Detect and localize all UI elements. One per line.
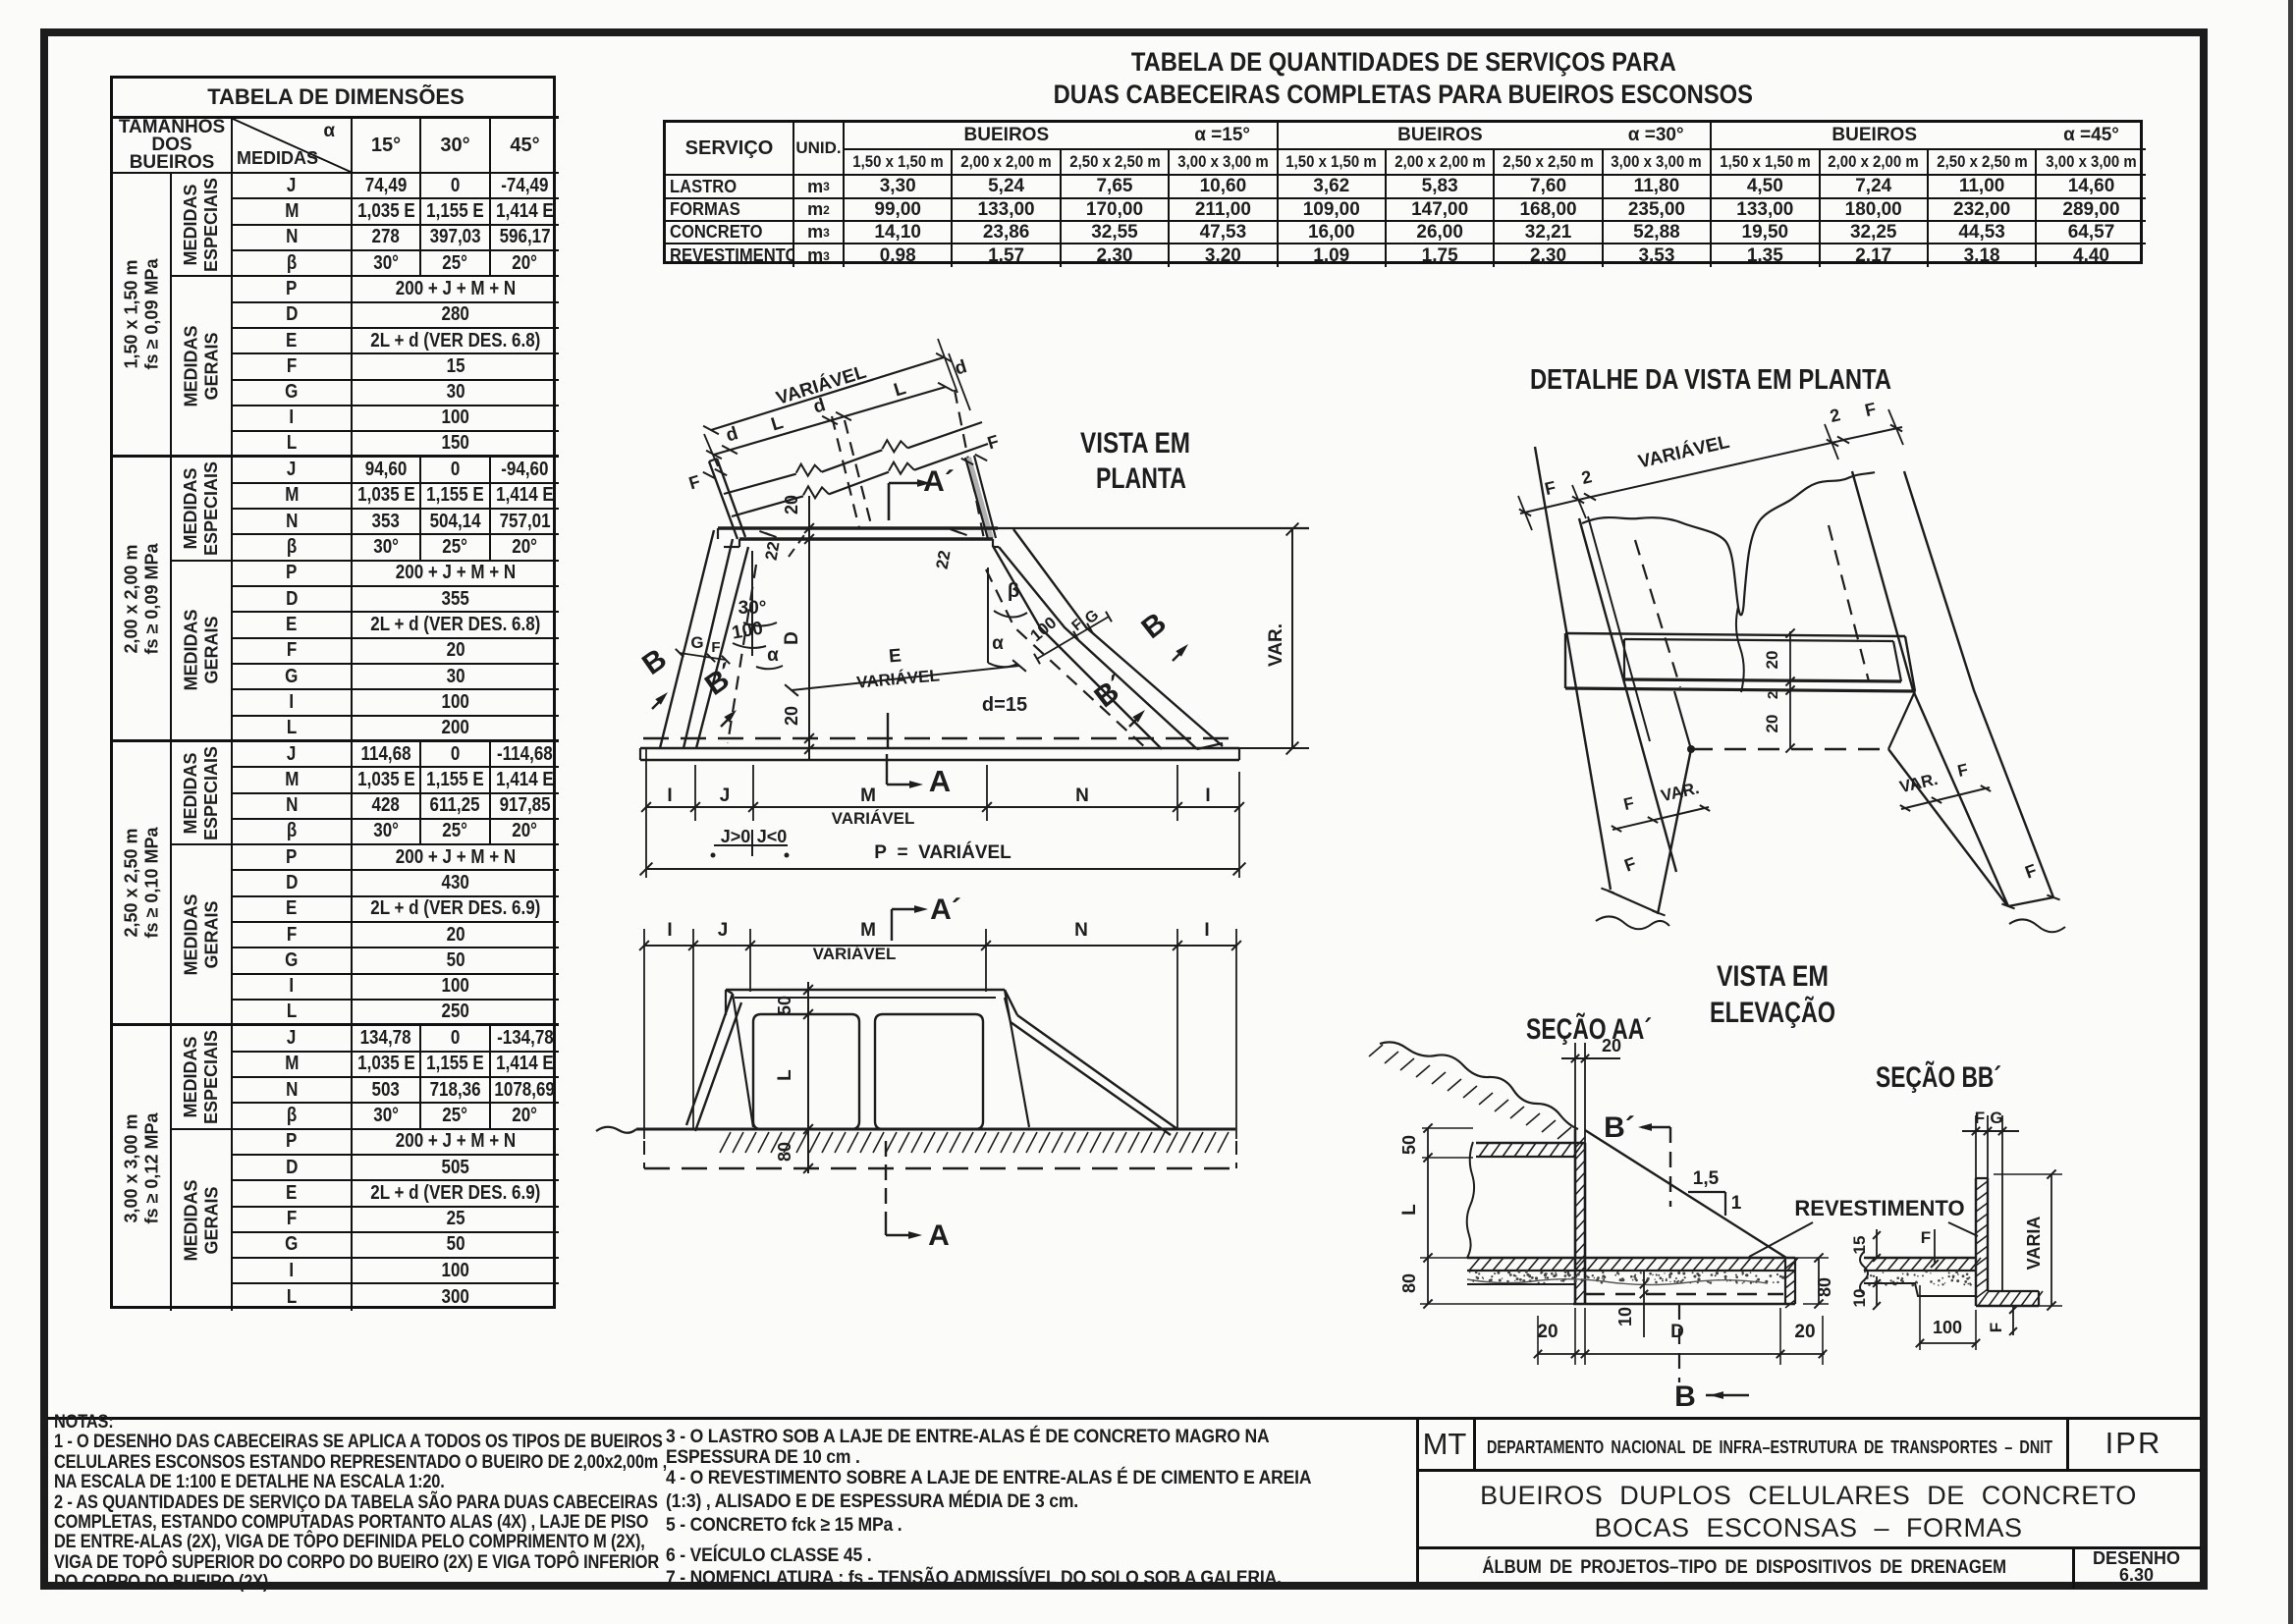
svg-text:I: I bbox=[1205, 785, 1210, 806]
svg-text:DETALHE DA VISTA EM PLANTA: DETALHE DA VISTA EM PLANTA bbox=[1530, 364, 1891, 396]
svg-text:30°: 30° bbox=[738, 598, 767, 619]
svg-text:A´: A´ bbox=[923, 465, 955, 498]
svg-text:VAR.: VAR. bbox=[1266, 623, 1286, 667]
svg-text:50: 50 bbox=[775, 996, 794, 1015]
svg-text:F: F bbox=[1975, 1109, 1985, 1127]
svg-text:20: 20 bbox=[782, 706, 801, 726]
svg-text:80: 80 bbox=[1399, 1273, 1419, 1293]
svg-text:E: E bbox=[888, 646, 902, 668]
svg-text:L: L bbox=[775, 1069, 795, 1081]
svg-text:80: 80 bbox=[775, 1142, 794, 1162]
svg-text:VARIA: VARIA bbox=[2024, 1217, 2044, 1271]
svg-text:α: α bbox=[992, 633, 1004, 654]
svg-text:A: A bbox=[928, 1219, 950, 1252]
svg-text:80: 80 bbox=[1815, 1277, 1834, 1297]
svg-text:VARIÁVEL: VARIÁVEL bbox=[856, 666, 941, 691]
svg-text:M: M bbox=[860, 920, 876, 941]
svg-text:20: 20 bbox=[1794, 1322, 1815, 1342]
svg-text:B: B bbox=[636, 642, 673, 680]
svg-text:F: F bbox=[686, 471, 702, 493]
svg-text:VARIÁVEL: VARIÁVEL bbox=[832, 809, 915, 828]
svg-text:1: 1 bbox=[1731, 1193, 1742, 1214]
svg-text:22: 22 bbox=[762, 540, 784, 562]
svg-text:VISTA EM: VISTA EM bbox=[1080, 427, 1190, 460]
svg-text:REVESTIMENTO: REVESTIMENTO bbox=[1794, 1196, 1964, 1220]
svg-text:100: 100 bbox=[1933, 1318, 1962, 1337]
svg-text:I: I bbox=[667, 920, 672, 941]
svg-text:2: 2 bbox=[1829, 405, 1842, 426]
svg-text:SEÇÃO BB´: SEÇÃO BB´ bbox=[1876, 1060, 2001, 1094]
svg-text:B: B bbox=[1135, 607, 1172, 645]
svg-text:F: F bbox=[1621, 853, 1638, 876]
svg-text:B: B bbox=[1674, 1380, 1696, 1413]
svg-text:B´: B´ bbox=[1604, 1111, 1635, 1144]
svg-text:M: M bbox=[860, 785, 876, 806]
svg-text:100: 100 bbox=[1026, 613, 1060, 645]
svg-text:SEÇÃO AA´: SEÇÃO AA´ bbox=[1526, 1012, 1652, 1046]
svg-text:F: F bbox=[1921, 1228, 1931, 1247]
svg-text:B´: B´ bbox=[1089, 670, 1133, 714]
svg-text:VISTA EM: VISTA EM bbox=[1717, 960, 1829, 993]
svg-text:J>0: J>0 bbox=[721, 827, 751, 846]
svg-text:L: L bbox=[892, 378, 909, 402]
svg-text:100: 100 bbox=[731, 618, 765, 643]
svg-text:I: I bbox=[1204, 920, 1209, 941]
svg-text:F: F bbox=[985, 431, 1001, 453]
svg-text:L: L bbox=[1399, 1204, 1420, 1216]
svg-text:ELEVAÇÃO: ELEVAÇÃO bbox=[1710, 996, 1835, 1029]
svg-text:20: 20 bbox=[1602, 1036, 1621, 1056]
svg-text:F: F bbox=[711, 639, 720, 656]
svg-text:20: 20 bbox=[782, 495, 801, 514]
svg-text:L: L bbox=[769, 412, 787, 436]
svg-text:F: F bbox=[1987, 1323, 2005, 1332]
svg-text:N: N bbox=[1074, 920, 1088, 941]
svg-text:VARIÁVEL: VARIÁVEL bbox=[813, 945, 897, 963]
svg-text:F: F bbox=[1622, 793, 1636, 814]
svg-text:α: α bbox=[767, 645, 779, 666]
svg-text:J<0: J<0 bbox=[757, 827, 788, 846]
svg-text:VAR.: VAR. bbox=[1659, 779, 1701, 805]
svg-text:G: G bbox=[1990, 1109, 2002, 1127]
svg-text:VAR.: VAR. bbox=[1897, 770, 1940, 796]
svg-text:D: D bbox=[1670, 1322, 1684, 1342]
svg-text:G: G bbox=[690, 633, 703, 652]
svg-text:1,5: 1,5 bbox=[1693, 1168, 1720, 1189]
svg-text:D: D bbox=[782, 631, 802, 645]
svg-text:20: 20 bbox=[1537, 1322, 1558, 1342]
svg-text:F: F bbox=[1543, 477, 1558, 499]
svg-text:A: A bbox=[929, 764, 951, 798]
svg-text:VARIÁVEL: VARIÁVEL bbox=[1636, 431, 1732, 473]
svg-text:22: 22 bbox=[933, 549, 955, 570]
svg-text:F: F bbox=[1956, 760, 1970, 781]
svg-text:10: 10 bbox=[1850, 1289, 1869, 1308]
svg-text:50: 50 bbox=[1399, 1135, 1419, 1155]
svg-text:I: I bbox=[667, 785, 672, 806]
svg-text:10: 10 bbox=[1615, 1307, 1635, 1326]
svg-text:15: 15 bbox=[1850, 1236, 1869, 1255]
svg-text:A´: A´ bbox=[930, 893, 961, 926]
svg-text:2: 2 bbox=[1765, 691, 1781, 699]
svg-text:d: d bbox=[811, 395, 828, 417]
svg-text:F: F bbox=[2022, 860, 2039, 883]
svg-text:PLANTA: PLANTA bbox=[1096, 462, 1186, 495]
svg-text:d=15: d=15 bbox=[982, 694, 1027, 716]
svg-text:β: β bbox=[1008, 580, 1019, 602]
svg-text:F: F bbox=[1863, 399, 1878, 420]
svg-text:J: J bbox=[720, 785, 731, 806]
svg-text:20: 20 bbox=[1763, 715, 1781, 733]
svg-text:P = VARIÁVEL: P = VARIÁVEL bbox=[874, 841, 1011, 863]
svg-text:20: 20 bbox=[1763, 651, 1781, 670]
svg-text:d: d bbox=[724, 423, 740, 446]
svg-text:2: 2 bbox=[1580, 466, 1594, 488]
svg-text:J: J bbox=[718, 920, 729, 941]
svg-text:B´: B´ bbox=[699, 658, 743, 702]
svg-text:N: N bbox=[1075, 785, 1089, 806]
